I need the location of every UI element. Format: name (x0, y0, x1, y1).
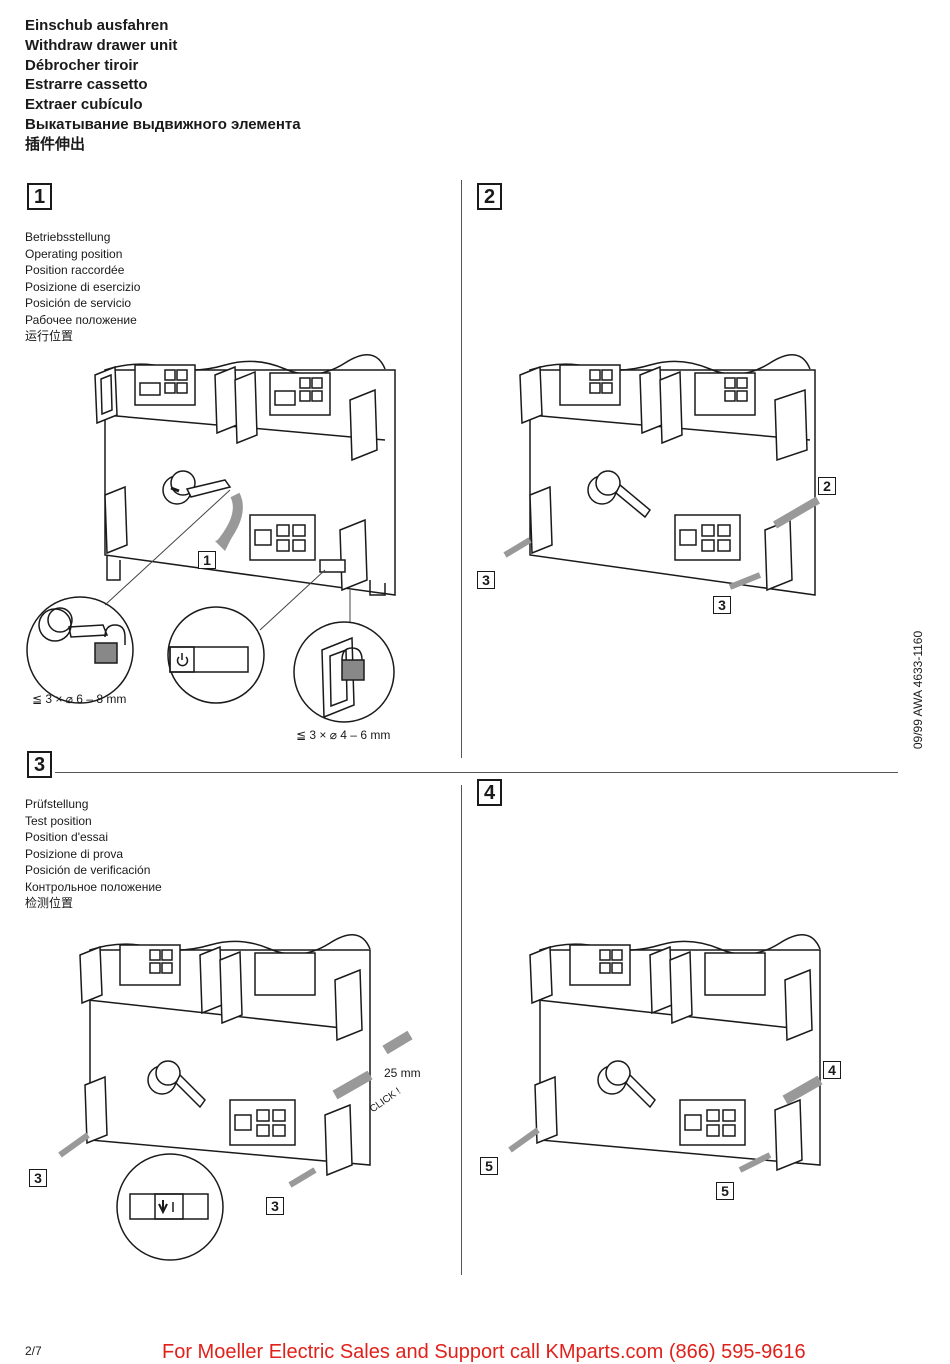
test-position-icon (159, 1200, 173, 1212)
drawer-illustration-step2 (520, 355, 820, 595)
callout-p4-4: 4 (823, 1061, 841, 1079)
title-en: Withdraw drawer unit (25, 36, 178, 54)
operating-position-de: Betriebsstellung (25, 230, 111, 244)
title-block: Einschub ausfahren Withdraw drawer unit … (25, 16, 301, 155)
operating-position-ru: Рабочее положение (25, 312, 137, 327)
test-position-labels: Prüfstellung Test position Position d'es… (25, 796, 162, 912)
callout-p4-5-left: 5 (480, 1157, 498, 1175)
title-de: Einschub ausfahren (25, 17, 169, 34)
padlock-dimension-small: ≦ 3 × ⌀ 4 – 6 mm (296, 728, 391, 742)
drawer-handle-icon (95, 367, 117, 423)
step-2-box: 2 (477, 183, 502, 210)
test-position-es: Posición de verificación (25, 863, 151, 877)
page-number: 2/7 (25, 1344, 42, 1358)
leader-lines-p1 (70, 440, 390, 640)
operating-position-labels: Betriebsstellung Operating position Posi… (25, 229, 140, 345)
operating-position-en: Operating position (25, 246, 123, 261)
drawer-illustration-step4 (530, 935, 830, 1175)
callout-p2-2: 2 (818, 477, 836, 495)
operating-position-zh: 运行位置 (25, 329, 74, 343)
document-reference: 09/99 AWA 4633-1160 (911, 630, 925, 750)
panel-divider-vertical-top (461, 180, 462, 758)
callout-p1-1: 1 (198, 551, 216, 569)
callout-p3-3-bottom: 3 (266, 1197, 284, 1215)
test-position-de: Prüfstellung (25, 797, 89, 811)
callout-p2-3-left: 3 (477, 571, 495, 589)
title-es: Extraer cubículo (25, 96, 143, 114)
title-ru: Выкатывание выдвижного элемента (25, 115, 301, 133)
padlock-dimension-large: ≦ 3 × ⌀ 6 – 8 mm (32, 692, 127, 706)
test-position-zh: 检测位置 (25, 896, 74, 910)
padlock-icon (95, 625, 125, 663)
panel-divider-vertical-bottom (461, 785, 462, 1275)
test-position-ru: Контрольное положение (25, 879, 162, 894)
drawer-illustration-test (80, 935, 410, 1175)
travel-dimension: 25 mm (384, 1066, 421, 1080)
test-position-en: Test position (25, 813, 92, 828)
padlock-detail-small (292, 620, 397, 725)
callout-p3-3-left: 3 (29, 1169, 47, 1187)
indicator-detail-operating (168, 605, 268, 705)
key-switch-icon (163, 471, 230, 504)
footer-sales-notice: For Moeller Electric Sales and Support c… (162, 1341, 806, 1363)
test-position-fr: Position d'essai (25, 830, 109, 844)
callout-p4-5-bottom: 5 (716, 1182, 734, 1200)
indicator-detail-test (115, 1152, 225, 1262)
operating-position-fr: Position raccordée (25, 263, 125, 277)
title-fr: Débrocher tiroir (25, 56, 139, 74)
operating-position-it: Posizione di esercizio (25, 279, 141, 294)
step-1-box: 1 (27, 183, 52, 210)
title-it: Estrarre cassetto (25, 76, 148, 94)
operating-position-es: Posición de servicio (25, 296, 132, 310)
step-3-box: 3 (27, 751, 52, 778)
step-4-box: 4 (477, 779, 502, 806)
padlock-detail-large (25, 595, 135, 705)
title-zh: 插件伸出 (25, 135, 86, 153)
panel-divider-horizontal (55, 772, 898, 773)
callout-p2-3-bottom: 3 (713, 596, 731, 614)
padlock-small-icon (342, 648, 364, 680)
test-position-it: Posizione di prova (25, 846, 124, 861)
power-icon (178, 653, 188, 666)
